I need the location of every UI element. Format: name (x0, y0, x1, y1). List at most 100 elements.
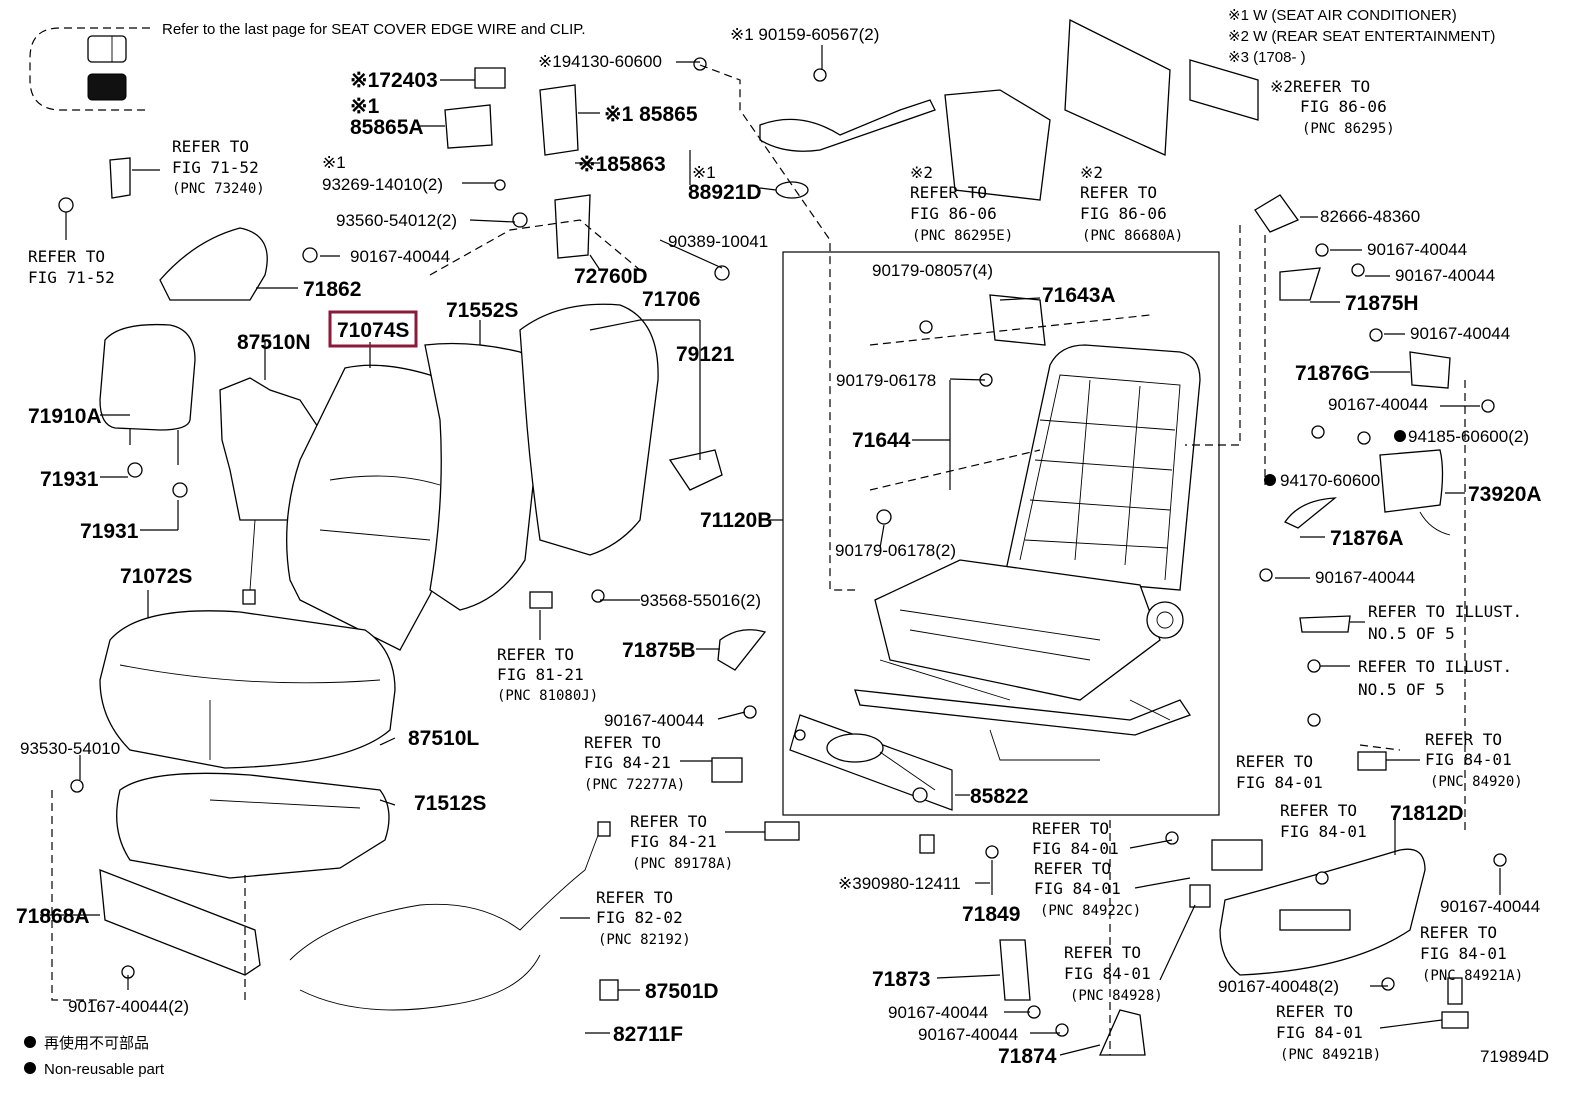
label-90167-2[interactable]: 90167-40044(2) (68, 997, 189, 1016)
label-71875b[interactable]: 71875B (622, 639, 696, 662)
leader-lines (40, 45, 1501, 1056)
ref-84-01-b[interactable]: REFER TO FIG 84-01 (1280, 801, 1367, 841)
label-71512s[interactable]: 71512S (414, 792, 486, 815)
label-71072s[interactable]: 71072S (120, 565, 192, 588)
label-73920a[interactable]: 73920A (1468, 483, 1542, 506)
label-71706[interactable]: 71706 (642, 288, 700, 311)
ref-84922c-b[interactable]: REFER TO FIG 84-01 (PNC 84922C) (1034, 859, 1141, 919)
label-71812d[interactable]: 71812D (1390, 802, 1464, 825)
ref-89178a[interactable]: REFER TO FIG 84-21 (PNC 89178A) (630, 812, 733, 872)
label-71875h[interactable]: 71875H (1345, 292, 1419, 315)
label-90179-b[interactable]: 90179-06178(2) (835, 541, 956, 560)
label-90167-d[interactable]: 90167-40044 (918, 1025, 1018, 1044)
label-71931-b[interactable]: 71931 (80, 520, 139, 543)
seat-back-board-71706[interactable] (519, 303, 723, 556)
label-90167-f[interactable]: 90167-40044 (1395, 266, 1495, 285)
label-185863[interactable]: ※185863 (578, 153, 666, 176)
label-90159[interactable]: ※1 90159-60567(2) (730, 25, 879, 44)
svg-text:FIG 84-01: FIG 84-01 (1420, 944, 1507, 963)
label-71868a[interactable]: 71868A (16, 905, 90, 928)
label-94185[interactable]: 94185-60600(2) (1408, 427, 1529, 446)
svg-text:FIG 84-01: FIG 84-01 (1276, 1023, 1363, 1042)
label-71876a[interactable]: 71876A (1330, 527, 1404, 550)
label-85822[interactable]: 85822 (970, 785, 1028, 808)
refer-to-blocks: REFER TO FIG 71-52 (PNC 73240) REFER TO … (28, 77, 1523, 1063)
label-94170[interactable]: 94170-60600 (1280, 471, 1380, 490)
label-90179-a[interactable]: 90179-06178 (836, 371, 936, 390)
cushion-cover-71072s[interactable] (99, 610, 396, 769)
motor-box-85822[interactable] (789, 714, 953, 811)
seat-back-cover-71074s[interactable] (286, 364, 461, 651)
wire-harness-82192[interactable] (289, 821, 611, 1011)
ref-81080j[interactable]: REFER TO FIG 81-21 (PNC 81080J) (497, 645, 598, 704)
label-79121[interactable]: 79121 (676, 343, 735, 366)
label-94130[interactable]: ※194130-60600 (538, 52, 662, 71)
svg-text:FIG 82-02: FIG 82-02 (596, 908, 683, 927)
label-93269[interactable]: 93269-14010(2) (322, 175, 443, 194)
ref-84921a[interactable]: REFER TO FIG 84-01 (PNC 84921A) (1420, 923, 1523, 984)
ref-72277a[interactable]: REFER TO FIG 84-21 (PNC 72277A) (584, 733, 685, 793)
label-71910a[interactable]: 71910A (28, 405, 102, 428)
cushion-pad-71512s[interactable] (116, 772, 390, 879)
label-93560[interactable]: 93560-54012(2) (336, 211, 457, 230)
label-71552s[interactable]: 71552S (446, 299, 518, 322)
label-82711f[interactable]: 82711F (613, 1023, 683, 1046)
ref-84922c-a[interactable]: REFER TO FIG 84-01 (1032, 819, 1119, 858)
label-90167-e[interactable]: 90167-40044 (1367, 240, 1467, 259)
label-93568[interactable]: 93568-55016(2) (640, 591, 761, 610)
label-93530[interactable]: 93530-54010 (20, 739, 120, 758)
label-71876g[interactable]: 71876G (1295, 362, 1370, 385)
label-90389[interactable]: 90389-10041 (668, 232, 768, 251)
label-71862[interactable]: 71862 (303, 278, 361, 301)
label-90167-j[interactable]: 90167-40044 (1440, 897, 1540, 916)
label-87510l[interactable]: 87510L (408, 727, 479, 750)
seat-frame-71120b[interactable] (854, 344, 1201, 761)
label-71120b[interactable]: 71120B (700, 509, 772, 532)
svg-text:※2: ※2 (1080, 163, 1103, 182)
label-71644[interactable]: 71644 (852, 429, 911, 452)
label-72760d[interactable]: 72760D (574, 265, 648, 288)
seat-back-pad-71552s[interactable] (424, 342, 542, 611)
ref-86295e[interactable]: ※2 REFER TO FIG 86-06 (PNC 86295E) (910, 163, 1013, 244)
ref-84921b[interactable]: REFER TO FIG 84-01 (PNC 84921B) (1276, 1002, 1381, 1063)
label-90167-h[interactable]: 90167-40044 (1328, 395, 1428, 414)
svg-text:REFER TO: REFER TO (910, 183, 987, 202)
headrest-71910a[interactable] (99, 323, 196, 465)
ref-73240[interactable]: REFER TO FIG 71-52 (PNC 73240) (172, 137, 265, 197)
shield-71868a[interactable] (99, 869, 261, 976)
label-71931-a[interactable]: 71931 (40, 468, 99, 491)
ref-86680a[interactable]: ※2 REFER TO FIG 86-06 (PNC 86680A) (1080, 163, 1183, 244)
ref-illust-1[interactable]: REFER TO ILLUST. NO.5 OF 5 (1368, 602, 1522, 643)
label-88921d[interactable]: 88921D (688, 181, 762, 204)
label-71074s[interactable]: 71074S (337, 319, 409, 342)
label-87510n[interactable]: 87510N (237, 331, 311, 354)
label-82666[interactable]: 82666-48360 (1320, 207, 1420, 226)
ref-86295[interactable]: ※2REFER TO FIG 86-06 (PNC 86295) (1270, 77, 1395, 137)
figure-id: 719894D (1480, 1047, 1549, 1066)
label-90167-c[interactable]: 90167-40044 (888, 1003, 988, 1022)
label-90167-i[interactable]: 90167-40044 (1315, 568, 1415, 587)
legend-dot-jp (24, 1036, 36, 1048)
label-90167-g[interactable]: 90167-40044 (1410, 324, 1510, 343)
ref-84928[interactable]: REFER TO FIG 84-01 (PNC 84928) (1064, 943, 1163, 1004)
label-90980[interactable]: ※390980-12411 (838, 874, 961, 893)
label-90167-b[interactable]: 90167-40044 (604, 711, 704, 730)
label-87501d[interactable]: 87501D (645, 980, 719, 1003)
label-71849[interactable]: 71849 (962, 903, 1020, 926)
label-71643a[interactable]: 71643A (1042, 284, 1116, 307)
label-85865[interactable]: ※1 85865 (604, 103, 698, 126)
label-71873[interactable]: 71873 (872, 968, 930, 991)
ref-illust-2[interactable]: REFER TO ILLUST. NO.5 OF 5 (1358, 657, 1512, 699)
svg-text:FIG 84-01: FIG 84-01 (1236, 773, 1323, 792)
ref-71-52[interactable]: REFER TO FIG 71-52 (28, 247, 115, 287)
label-85865a[interactable]: 85865A (350, 116, 424, 139)
ref-82192[interactable]: REFER TO FIG 82-02 (PNC 82192) (596, 888, 691, 948)
label-90167-a[interactable]: 90167-40044 (350, 247, 450, 266)
label-72403[interactable]: ※172403 (350, 69, 438, 92)
label-90167-48[interactable]: 90167-40048(2) (1218, 977, 1339, 996)
ref-84920[interactable]: REFER TO FIG 84-01 (PNC 84920) (1425, 730, 1523, 790)
side-airbag-73920a[interactable] (1379, 449, 1451, 536)
label-71874[interactable]: 71874 (998, 1045, 1057, 1068)
ref-84-01-a[interactable]: REFER TO FIG 84-01 (1236, 752, 1323, 792)
label-90179-4[interactable]: 90179-08057(4) (872, 261, 993, 280)
